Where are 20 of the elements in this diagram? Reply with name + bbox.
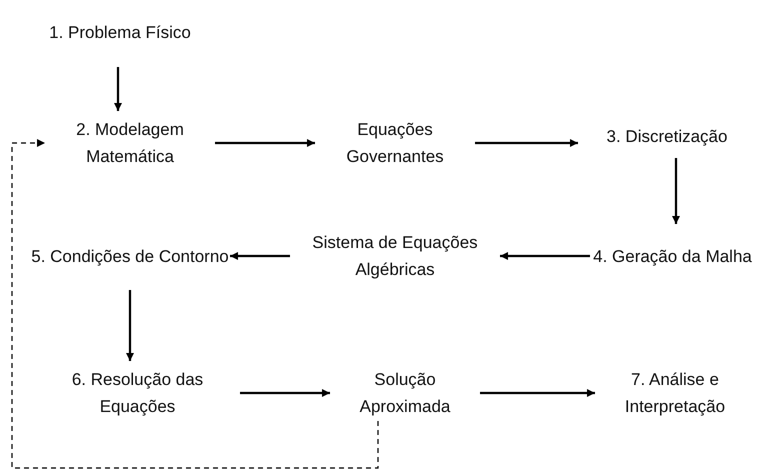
arrow	[230, 252, 290, 260]
arrow	[11, 139, 379, 469]
step-label: 2. Modelagem Matemática	[75, 119, 185, 168]
step-label: 1. Problema Físico	[49, 22, 191, 44]
step-label: 6. Resolução das Equações	[70, 369, 204, 418]
step-label: 3. Discretização	[606, 126, 728, 148]
step-label: 7. Análise e Interpretação	[624, 369, 726, 418]
step-label: Solução Aproximada	[358, 369, 452, 418]
step-label: 4. Geração da Malha	[593, 246, 752, 268]
step-label: 5. Condições de Contorno	[31, 246, 229, 268]
arrow	[126, 290, 134, 361]
step-label: Equações Governantes	[345, 119, 445, 168]
arrow	[480, 389, 595, 397]
arrow	[240, 389, 330, 397]
arrow	[475, 139, 578, 147]
arrow	[672, 158, 680, 224]
step-label: Sistema de Equações Algébricas	[311, 232, 479, 281]
arrow	[500, 252, 590, 260]
arrow	[114, 67, 122, 111]
arrow	[215, 139, 315, 147]
